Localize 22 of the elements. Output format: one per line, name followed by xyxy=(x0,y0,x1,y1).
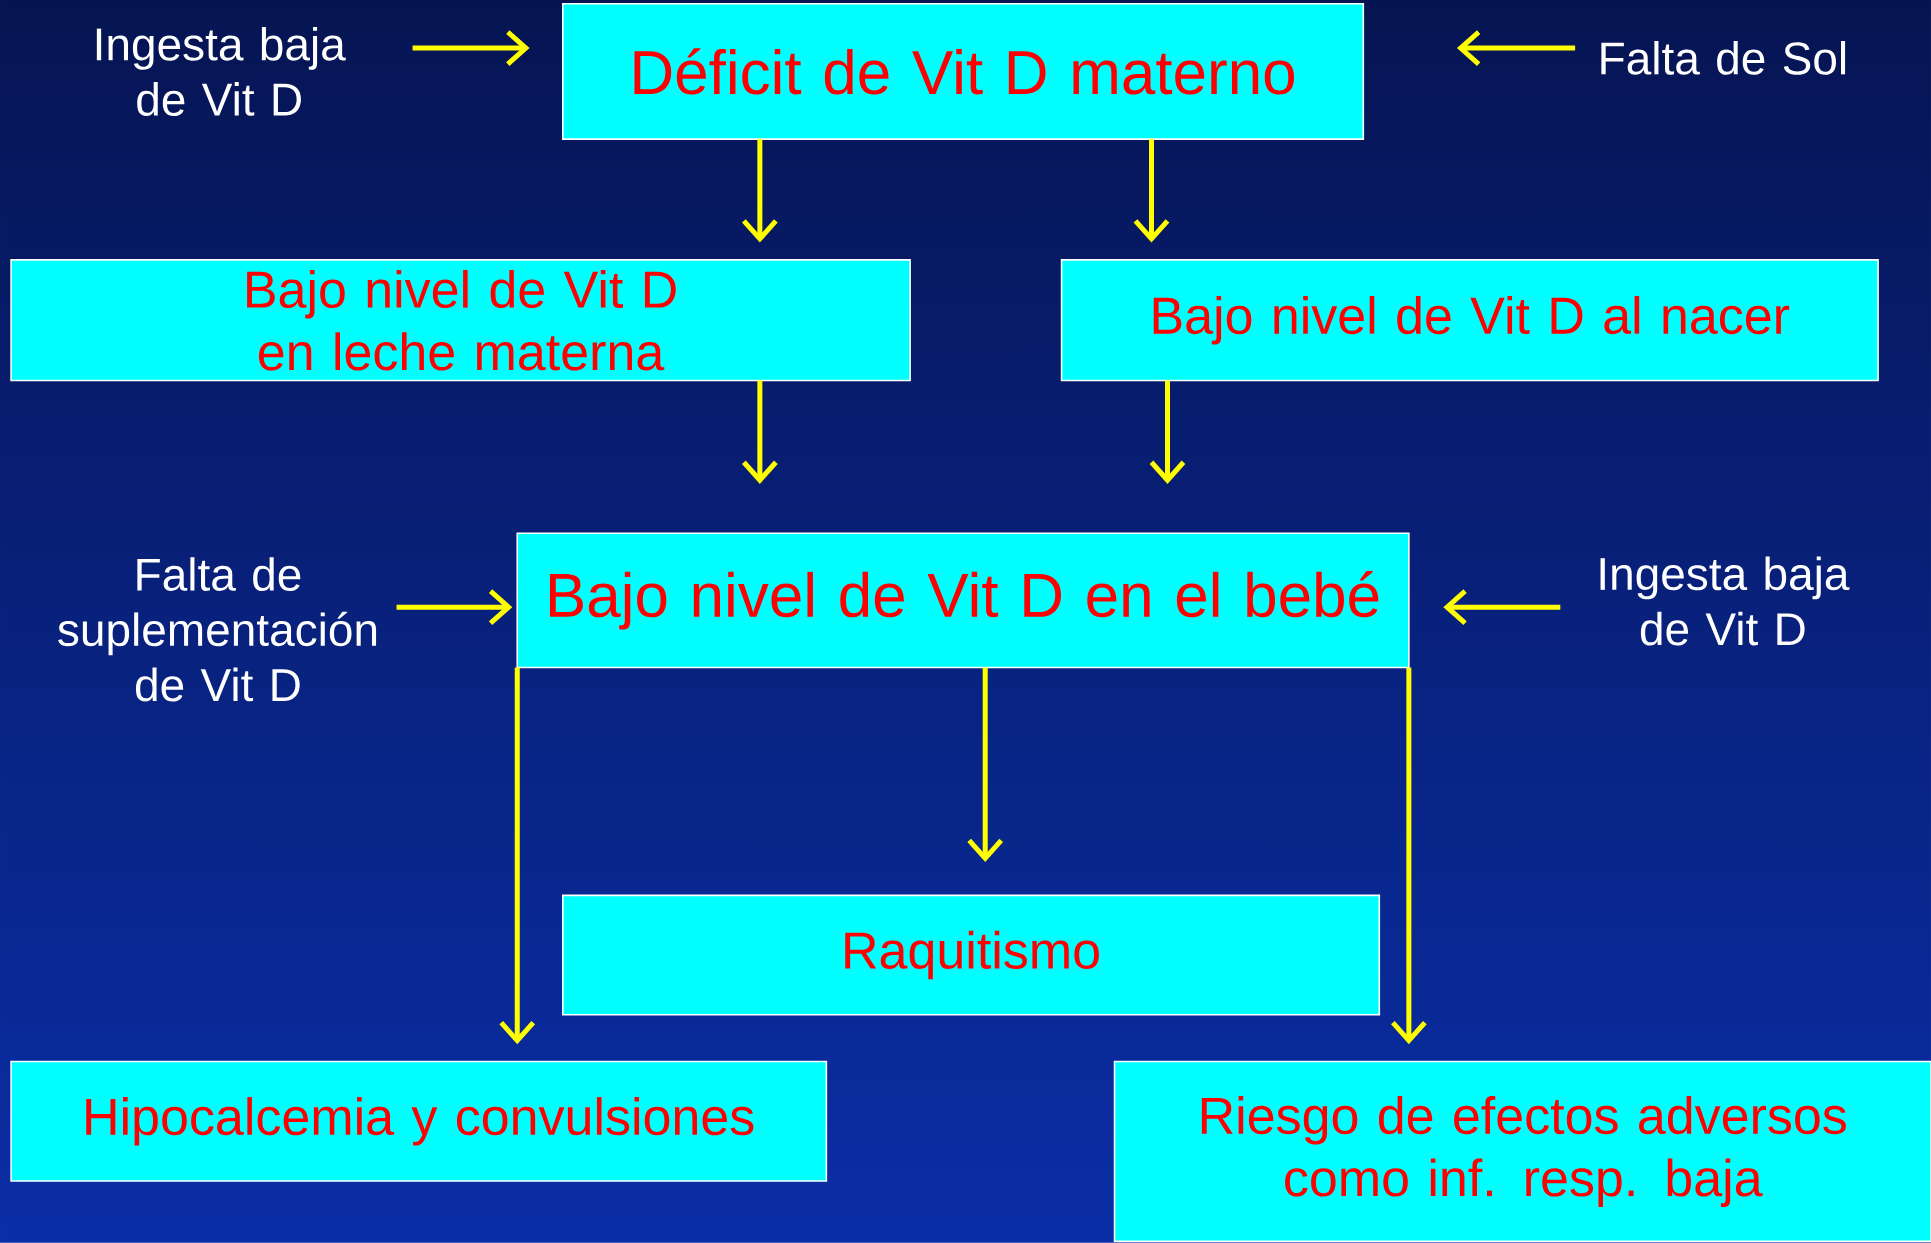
process-box: Déficit de Vit D materno xyxy=(562,2,1365,140)
arrow xyxy=(1443,589,1561,625)
process-box: Bajo nivel de Vit D al nacer xyxy=(1060,259,1879,382)
process-box: Hipocalcemia y convulsiones xyxy=(10,1060,828,1182)
cause-label: Ingesta baja de Vit D xyxy=(96,26,346,116)
arrow xyxy=(1133,139,1170,243)
cause-label: Falta de suplementación de Vit D xyxy=(58,557,377,702)
arrow xyxy=(412,30,530,66)
arrow xyxy=(742,380,778,484)
arrow xyxy=(1456,30,1576,66)
process-box: Bajo nivel de Vit D en leche materna xyxy=(10,259,911,382)
process-box: Raquitismo xyxy=(562,894,1381,1016)
process-box: Bajo nivel de Vit D en el bebé xyxy=(516,532,1410,669)
cause-label: Ingesta baja de Vit D xyxy=(1600,556,1850,646)
arrow xyxy=(1391,667,1427,1045)
process-box: Riesgo de efectos adversos como inf. resp. baja xyxy=(1113,1060,1931,1243)
cause-label: Falta de Sol xyxy=(1601,41,1846,75)
arrow xyxy=(1149,380,1186,484)
arrow xyxy=(396,589,513,625)
arrow xyxy=(967,667,1004,863)
arrow xyxy=(742,139,778,243)
arrow xyxy=(499,667,536,1045)
